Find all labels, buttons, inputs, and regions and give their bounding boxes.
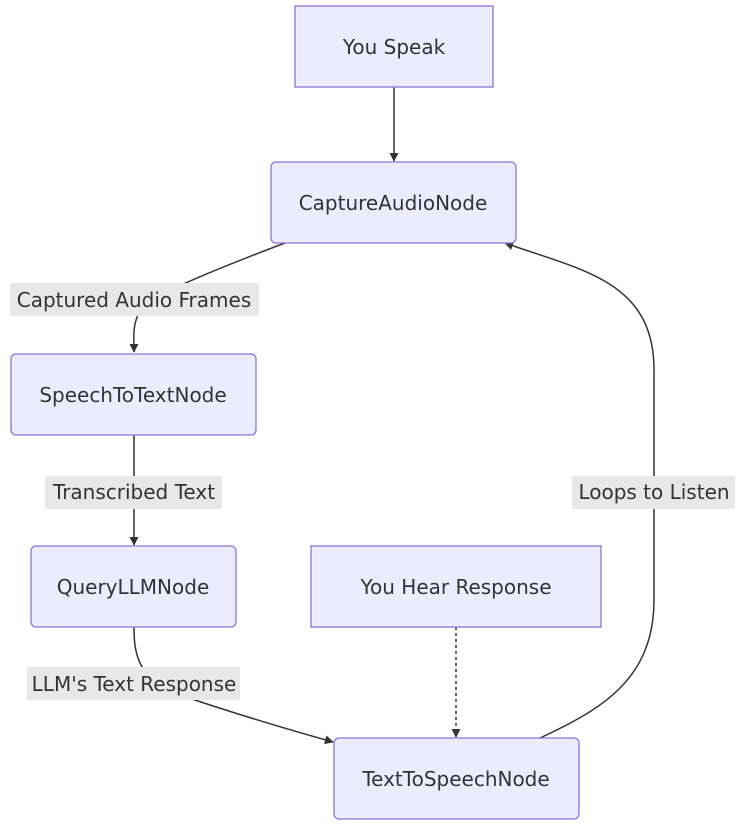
edge-label-loops: Loops to Listen (572, 476, 735, 509)
node-you-speak[interactable]: You Speak (294, 5, 494, 88)
node-capture-audio-label: CaptureAudioNode (299, 191, 488, 215)
edge-label-loops-text: Loops to Listen (578, 480, 729, 504)
node-text-to-speech[interactable]: TextToSpeechNode (333, 737, 580, 820)
node-speech-to-text-label: SpeechToTextNode (39, 383, 226, 407)
node-speech-to-text[interactable]: SpeechToTextNode (10, 353, 257, 436)
node-query-llm[interactable]: QueryLLMNode (30, 545, 237, 628)
node-query-llm-label: QueryLLMNode (57, 575, 210, 599)
edge-label-transcribed: Transcribed Text (45, 476, 222, 509)
node-you-speak-label: You Speak (342, 35, 446, 59)
node-text-to-speech-label: TextToSpeechNode (361, 767, 549, 791)
edge-label-captured-audio-text: Captured Audio Frames (17, 288, 252, 312)
node-you-hear[interactable]: You Hear Response (310, 545, 602, 628)
node-you-hear-label: You Hear Response (359, 575, 551, 599)
edge-label-llm-response: LLM's Text Response (27, 667, 240, 700)
node-capture-audio[interactable]: CaptureAudioNode (270, 161, 517, 244)
edge-label-llm-response-text: LLM's Text Response (32, 672, 237, 696)
edge-label-transcribed-text: Transcribed Text (52, 480, 215, 504)
edge-tts-to-capture-loop (504, 241, 655, 739)
edge-label-captured-audio: Captured Audio Frames (10, 283, 259, 316)
